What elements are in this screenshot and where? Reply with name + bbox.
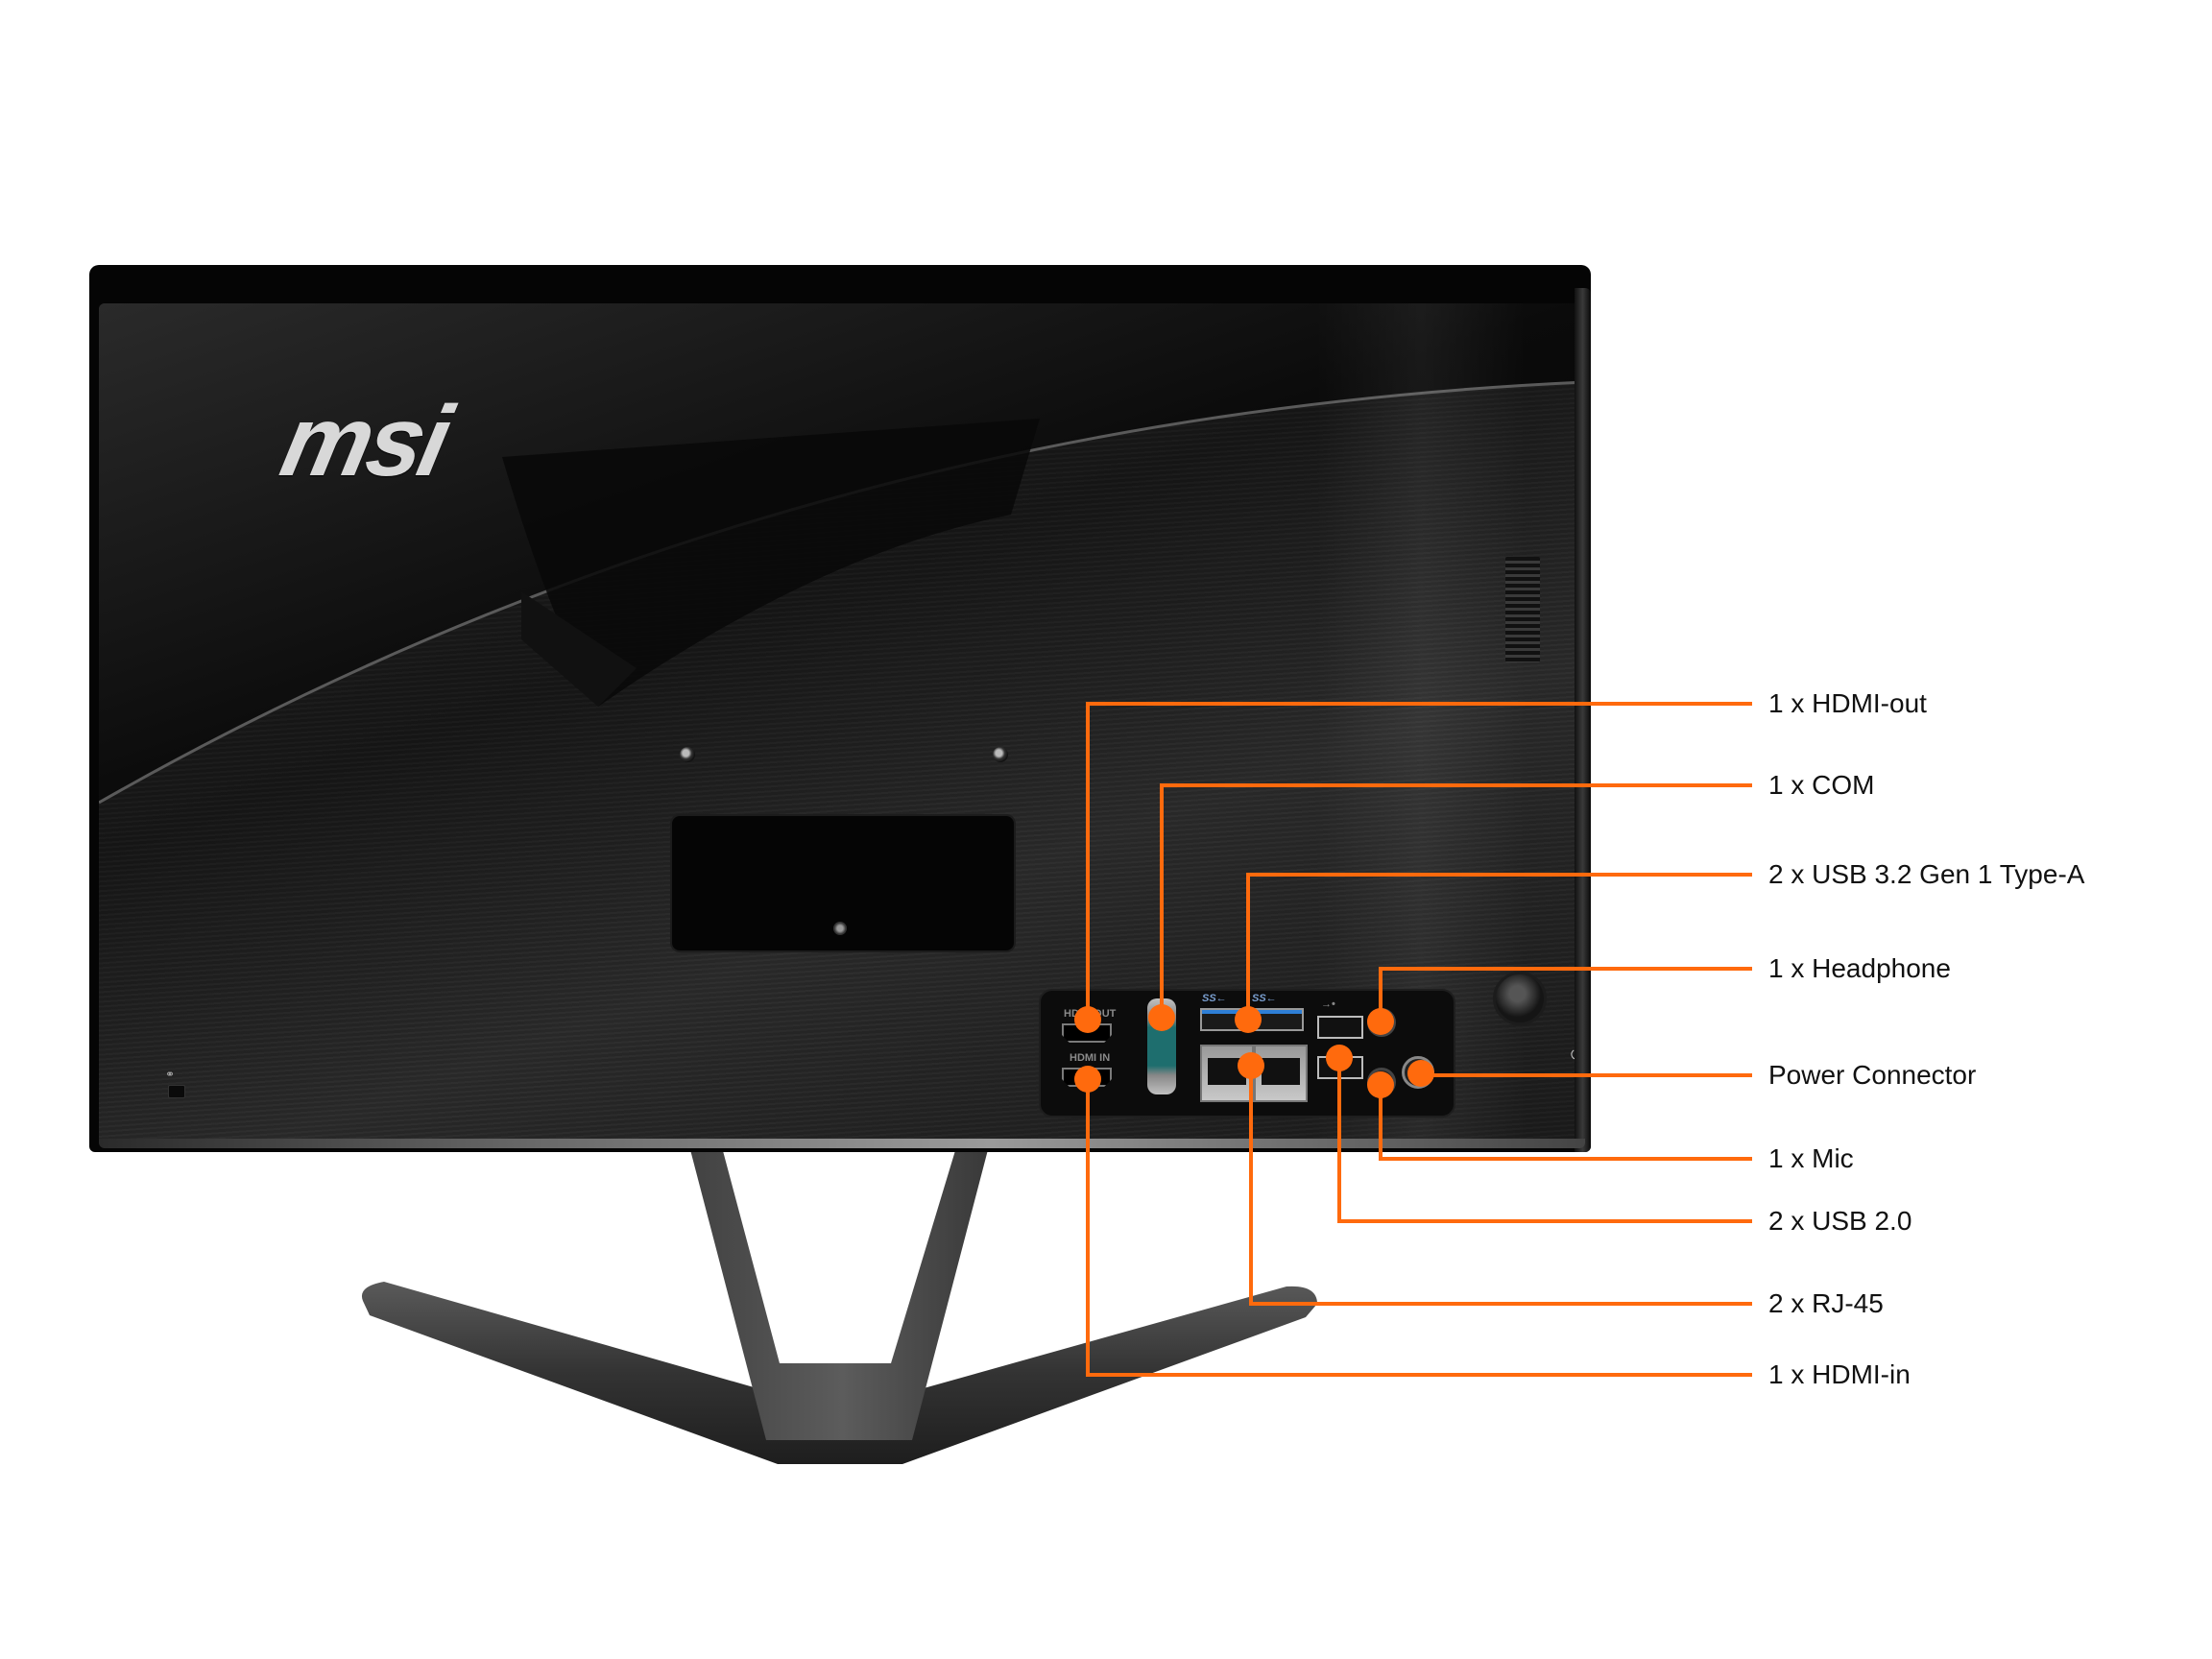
callout-label-hdmi-out: 1 x HDMI-out [1768,688,1927,718]
monitor-right-edge [1575,288,1591,1152]
callout-label-usb32: 2 x USB 3.2 Gen 1 Type-A [1768,859,2085,889]
msi-logo: msi [272,386,457,497]
callout-label-com: 1 x COM [1768,770,1875,800]
usb2-port-1[interactable] [1317,1016,1363,1039]
leader-line-rj45 [1251,1302,1752,1306]
leader-vertical-mic [1379,1085,1382,1161]
vent-grille [1505,557,1540,662]
leader-line-usb32 [1248,873,1752,877]
callout-dot-mic [1367,1071,1394,1098]
monitor-bottom-lip [99,1139,1585,1148]
side-control-button[interactable] [1493,972,1547,1025]
usb3-logo: SS← [1252,993,1277,1004]
usb2-logo: →• [1321,998,1335,1010]
callout-label-rj45: 2 x RJ-45 [1768,1288,1884,1318]
callout-dot-power [1407,1060,1434,1087]
stand-neck [643,862,1042,1440]
leader-line-mic [1381,1157,1752,1161]
callout-dot-com [1148,1004,1175,1031]
leader-vertical-usb20 [1337,1058,1341,1223]
leader-line-hdmi-out [1088,702,1752,706]
hdmi-in-label: HDMI IN [1070,1052,1111,1064]
leader-vertical-hdmi-out [1086,702,1090,1020]
leader-line-com [1162,783,1752,787]
callout-label-usb20: 2 x USB 2.0 [1768,1206,1912,1236]
leader-line-hdmi-in [1086,1373,1752,1377]
leader-vertical-hdmi-in [1086,1079,1090,1377]
leader-vertical-rj45 [1249,1066,1253,1306]
leader-vertical-usb32 [1246,873,1250,1020]
usb3-logo: SS← [1202,993,1227,1004]
callout-dot-headphone [1367,1008,1394,1035]
callout-dot-hdmi-out [1074,1006,1101,1033]
leader-line-headphone [1381,967,1752,971]
callout-dot-hdmi-in [1074,1066,1101,1093]
kensington-lock-slot [168,1085,185,1098]
lock-icon: ⚭ [165,1068,176,1081]
callout-dot-rj45 [1238,1052,1264,1079]
callout-label-headphone: 1 x Headphone [1768,953,1951,983]
callout-label-hdmi-in: 1 x HDMI-in [1768,1359,1911,1389]
callout-label-mic: 1 x Mic [1768,1143,1854,1173]
leader-line-power [1421,1073,1752,1077]
leader-vertical-headphone [1379,967,1382,1022]
callout-label-power: Power Connector [1768,1060,1977,1090]
vesa-screw-left [680,747,695,762]
bracket-screw [833,922,847,935]
leader-vertical-com [1160,783,1164,1018]
callout-dot-usb20 [1326,1045,1353,1071]
vesa-screw-right [993,747,1008,762]
callout-dot-usb32 [1235,1006,1262,1033]
glossy-curve-panel [99,303,1585,805]
leader-line-usb20 [1337,1219,1752,1223]
